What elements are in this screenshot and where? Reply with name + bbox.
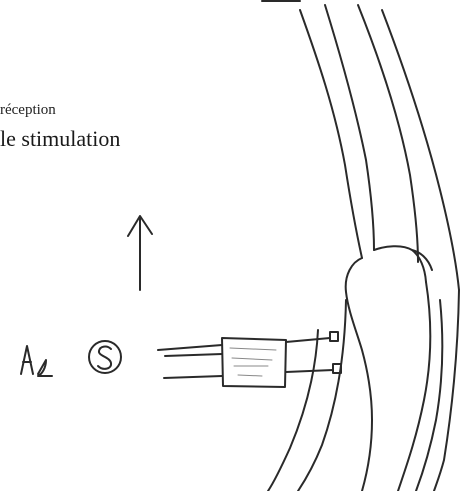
limb-outline-inner <box>382 10 459 290</box>
lower-limb-line-5 <box>416 300 442 491</box>
electrode-wire-lower <box>164 370 333 378</box>
electrode-block <box>222 338 286 387</box>
upward-arrow-icon <box>128 216 152 290</box>
limb-outline-outer <box>300 10 362 258</box>
limb-outline-third <box>358 5 418 262</box>
lower-limb-line-2 <box>298 300 346 491</box>
limb-outline-second <box>325 5 374 250</box>
lower-limb-line-3 <box>362 420 372 491</box>
electrode-wire-upper-b <box>165 354 222 356</box>
lower-limb-line-1 <box>268 330 318 491</box>
a2-symbol <box>21 346 52 376</box>
circled-s-symbol <box>89 341 121 373</box>
electrode-tip-upper <box>330 332 338 341</box>
lower-limb-line-6 <box>434 290 459 491</box>
joint-condyle <box>346 246 432 420</box>
electrode-block-shading <box>230 348 276 376</box>
